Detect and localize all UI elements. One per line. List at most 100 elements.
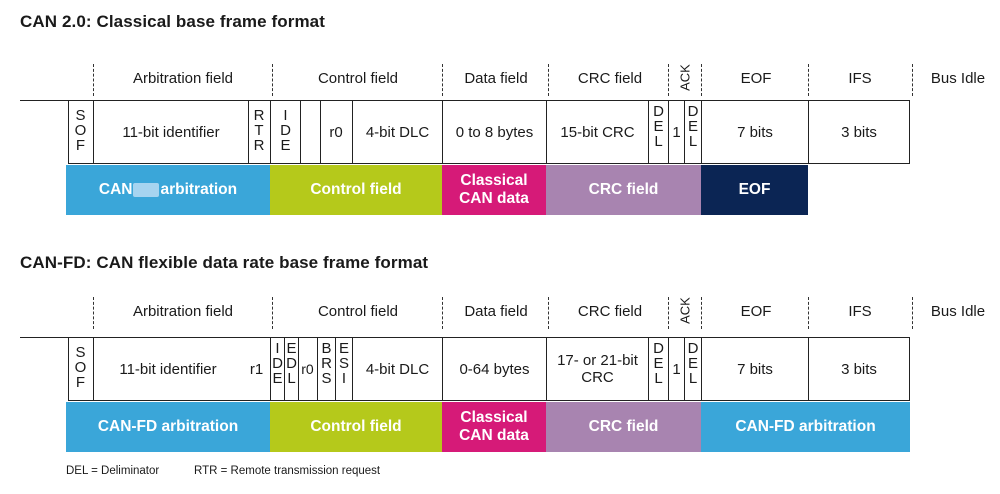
header-data-field: Data field <box>464 70 528 87</box>
bar-crc-field: CRC field <box>546 165 701 215</box>
bit-boundary <box>298 337 300 401</box>
identifier-cell: 11-bit identifier <box>119 360 217 378</box>
separator <box>442 64 443 96</box>
header-ifs: IFS <box>848 70 872 87</box>
bit-boundary <box>335 337 337 401</box>
separator <box>442 297 443 329</box>
separator <box>701 64 702 96</box>
bit-boundary <box>546 100 548 164</box>
eof-cell: 7 bits <box>737 123 773 141</box>
separator <box>912 64 913 96</box>
separator <box>808 64 809 96</box>
bit-boundary <box>668 100 670 164</box>
bit-boundary <box>320 100 322 164</box>
header-crc-field: CRC field <box>577 303 643 320</box>
separator <box>701 297 702 329</box>
bar-control-field: Control field <box>270 165 442 215</box>
ack-slot-cell: 1 <box>672 123 681 141</box>
ifs-cell: 3 bits <box>841 360 877 378</box>
header-ifs: IFS <box>848 303 872 320</box>
header-data-field: Data field <box>464 303 528 320</box>
crc-cell: 15-bit CRC <box>560 123 635 141</box>
bit-boundary <box>317 337 319 401</box>
bit-boundary <box>93 100 95 164</box>
header-bus-idle: Bus Idle <box>930 303 986 320</box>
bit-boundary <box>648 337 650 401</box>
bar-can-fd-arbitration: CAN-FD arbitration <box>66 402 270 452</box>
header-control-field: Control field <box>317 70 399 87</box>
blurred-text <box>133 183 160 197</box>
eof-cell: 7 bits <box>737 360 773 378</box>
bit-boundary <box>701 337 703 401</box>
diagram1-title: CAN 2.0: Classical base frame format <box>20 12 326 31</box>
footnote-rtr: RTR = Remote transmission request <box>194 465 381 477</box>
bit-boundary <box>808 337 810 401</box>
bit-boundary <box>701 100 703 164</box>
frame-bottom-line <box>68 163 909 165</box>
header-arbitration-field: Arbitration field <box>132 70 234 87</box>
crc-cell: 17- or 21-bit CRC <box>557 352 638 386</box>
dlc-cell: 4-bit DLC <box>365 360 430 378</box>
bar-eof: EOF <box>701 165 808 215</box>
bar-control-field: Control field <box>270 402 442 452</box>
separator <box>93 64 94 96</box>
footnote-del: DEL = Deliminator <box>66 465 160 477</box>
header-arbitration-field: Arbitration field <box>132 303 234 320</box>
separator <box>668 64 669 96</box>
data-cell: 0 to 8 bytes <box>455 123 534 141</box>
bus-idle-line <box>20 337 68 339</box>
bus-idle-line <box>20 100 68 102</box>
bit-boundary <box>270 337 272 401</box>
separator <box>93 297 94 329</box>
separator <box>912 297 913 329</box>
separator <box>272 64 273 96</box>
bit-boundary <box>284 337 286 401</box>
bar-crc-field: CRC field <box>546 402 701 452</box>
frame-bottom-line <box>68 400 909 402</box>
r1-cell: r1 <box>249 360 264 378</box>
separator <box>272 297 273 329</box>
bit-boundary <box>270 100 272 164</box>
bit-boundary <box>909 337 911 401</box>
separator <box>668 297 669 329</box>
bit-boundary <box>684 100 686 164</box>
bit-boundary <box>546 337 548 401</box>
header-ack: ACK <box>677 64 693 91</box>
diagram2-title: CAN-FD: CAN flexible data rate base fram… <box>20 253 429 272</box>
bit-boundary <box>648 100 650 164</box>
ack-slot-cell: 1 <box>672 360 681 378</box>
bit-boundary <box>684 337 686 401</box>
ifs-cell: 3 bits <box>841 123 877 141</box>
header-eof: EOF <box>740 70 772 87</box>
header-control-field: Control field <box>317 303 399 320</box>
bit-boundary <box>93 337 95 401</box>
bit-boundary <box>68 100 70 164</box>
bar-can-fd-arbitration-end: CAN-FD arbitration <box>701 402 910 452</box>
header-eof: EOF <box>740 303 772 320</box>
data-cell: 0-64 bytes <box>459 360 530 378</box>
bit-boundary <box>442 337 444 401</box>
bar-classical-can-data: Classical CAN data <box>442 402 546 452</box>
bit-boundary <box>442 100 444 164</box>
bit-boundary <box>68 337 70 401</box>
frame-top-line <box>68 337 909 339</box>
bit-boundary <box>352 100 354 164</box>
separator <box>808 297 809 329</box>
bar-classical-can-data: Classical CAN data <box>442 165 546 215</box>
separator <box>548 297 549 329</box>
bit-boundary <box>909 100 911 164</box>
r0-cell: r0 <box>329 123 343 141</box>
dlc-cell: 4-bit DLC <box>365 123 430 141</box>
